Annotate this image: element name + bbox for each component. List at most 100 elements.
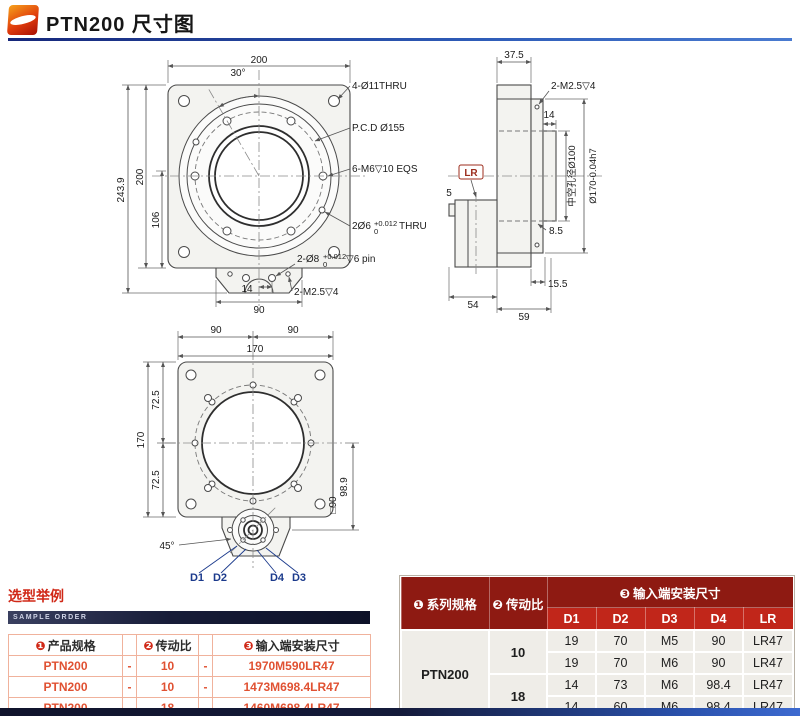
circled-3-icon: ❸	[619, 586, 631, 601]
sample-order-title: 选型举例	[8, 588, 64, 604]
front-dim-90: 90	[253, 305, 265, 316]
technical-drawing: 200 30° 4-Ø11THRU P.C.D Ø155 6-M6▽10 EQS…	[116, 50, 602, 584]
sample-ratio-cell: 10	[136, 655, 199, 677]
logo-icon	[6, 5, 40, 35]
front-leader-pcd: P.C.D Ø155	[352, 123, 405, 134]
front-leader-pin-tol-top: +0.012	[323, 252, 346, 261]
page-title: PTN200 尺寸图	[46, 14, 195, 36]
spec-cell: 90	[693, 651, 744, 675]
side-dim-375: 37.5	[504, 50, 524, 61]
spec-cell: 98.4	[693, 673, 744, 697]
spec-col-d4: D4	[693, 607, 744, 631]
spec-header-series-label: 系列规格	[426, 597, 477, 612]
sample-header-mount-label: 输入端安装尺寸	[255, 638, 340, 653]
sample-ratio-cell: 10	[136, 676, 199, 698]
side-dim-14: 14	[543, 110, 555, 121]
dash-cell: -	[198, 655, 213, 677]
front-angle-label: 30°	[230, 68, 245, 79]
footer-bar	[0, 708, 800, 716]
bottom-d3-label: D3	[292, 572, 306, 584]
dash-cell: -	[198, 676, 213, 698]
front-dim-total-height: 243.9	[116, 177, 127, 202]
spec-header-mount-label: 输入端安装尺寸	[633, 586, 721, 601]
spec-series-cell: PTN200	[400, 629, 490, 716]
sample-order-bar-label: SAMPLE ORDER	[13, 614, 88, 621]
spec-col-d2: D2	[595, 607, 646, 631]
spec-cell: LR47	[742, 651, 794, 675]
spec-cell: 14	[546, 673, 597, 697]
spec-cell: 19	[546, 629, 597, 653]
spec-ratio-cell: 10	[488, 629, 548, 675]
spec-row: PTN200 10 19 70 M5 90 LR47	[400, 629, 794, 716]
front-leader-pin-prefix: 2-Ø8	[297, 254, 320, 265]
side-dim-155: 15.5	[548, 279, 568, 290]
bottom-angle-45: 45°	[159, 541, 174, 552]
side-dim-85: 8.5	[549, 226, 563, 237]
sample-code-cell: 1473M698.4LR47	[212, 676, 371, 698]
side-dim-59: 59	[518, 312, 530, 323]
spec-col-lr: LR	[742, 607, 794, 631]
front-leader-thru-tol-bot: 0	[374, 227, 378, 236]
front-view: 200 30° 4-Ø11THRU P.C.D Ø155 6-M6▽10 EQS…	[116, 55, 427, 316]
front-leader-pin-suffix: ▽6 pin	[346, 254, 375, 265]
spec-cell: M6	[644, 651, 695, 675]
spec-col-d3: D3	[644, 607, 695, 631]
circled-2-icon: ❷	[143, 638, 154, 653]
spec-cell: M6	[644, 673, 695, 697]
bottom-d4-label: D4	[270, 572, 285, 584]
bottom-dim-90-left: 90	[210, 325, 222, 336]
dash-cell: -	[122, 655, 137, 677]
circled-2-icon: ❷	[492, 597, 504, 612]
sample-product-cell: PTN200	[8, 676, 123, 698]
spec-header-row-2: D1 D2 D3 D4 LR	[401, 607, 794, 631]
front-dim-width: 200	[251, 55, 268, 66]
bottom-dim-170-left: 170	[136, 431, 147, 448]
front-leader-m25: 2-M2.5▽4	[294, 287, 339, 298]
circled-1-icon: ❶	[35, 638, 46, 653]
lr-label-box	[458, 164, 484, 180]
front-leader-thru-prefix: 2Ø6	[352, 221, 371, 232]
bottom-dim-725-top: 72.5	[151, 390, 162, 410]
spec-cell: 70	[595, 629, 646, 653]
sample-header-ratio-label: 传动比	[155, 638, 192, 653]
side-dia170-label: Ø170-0.04h7	[588, 148, 599, 203]
spec-cell: 73	[595, 673, 646, 697]
front-dim-height: 200	[135, 168, 146, 185]
front-leader-pin-tol-bot: 0	[323, 260, 327, 269]
spec-cell: M5	[644, 629, 695, 653]
sample-row: PTN200 - 10 - 1473M698.4LR47	[8, 676, 371, 698]
sample-order-bar: SAMPLE ORDER	[8, 611, 370, 624]
circled-3-icon: ❸	[243, 638, 254, 653]
bottom-dim-725-bottom: 72.5	[151, 470, 162, 490]
spec-cell: LR47	[742, 673, 794, 697]
spec-cell: LR47	[742, 629, 794, 653]
sample-product-cell: PTN200	[8, 655, 123, 677]
side-dim-5: 5	[446, 188, 452, 199]
bottom-dim-170-top: 170	[247, 344, 264, 355]
bottom-d2-label: D2	[213, 572, 227, 584]
spec-header-ratio-label: 传动比	[506, 597, 544, 612]
sample-row: PTN200 - 10 - 1970M590LR47	[8, 655, 371, 677]
front-leader-corner-holes: 4-Ø11THRU	[352, 81, 407, 92]
side-bore-label: 中空孔径Ø100	[566, 145, 578, 206]
front-dim-14: 14	[241, 284, 253, 295]
side-leader-m25: 2-M2.5▽4	[551, 81, 596, 92]
spec-row: 19 70 M6 90 LR47	[401, 651, 794, 675]
dash-cell: -	[122, 676, 137, 698]
spec-cell: 90	[693, 629, 744, 653]
front-dim-106: 106	[151, 211, 162, 228]
spec-cell: 70	[595, 651, 646, 675]
bottom-dim-sq90: □90	[328, 496, 339, 514]
side-view: 37.5 2-M2.5▽4 14 中空孔径Ø100 Ø170-0.04h7 LR…	[446, 50, 602, 323]
